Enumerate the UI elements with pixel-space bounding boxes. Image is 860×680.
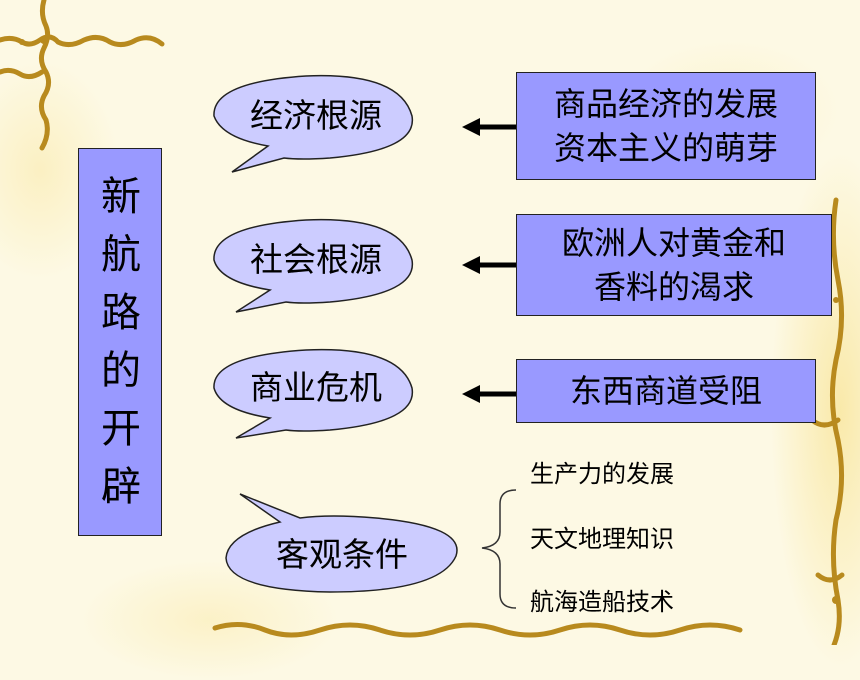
cause-text: 资本主义的萌芽 [553, 129, 778, 167]
condition-item: 天文地理知识 [530, 525, 674, 553]
title-char: 新 [101, 174, 141, 220]
diagram-shapes [213, 74, 517, 609]
cause-text: 东西商道受阻 [569, 372, 762, 410]
bubble-label-social: 社会根源 [250, 240, 382, 279]
cause-text: 欧洲人对黄金和 [561, 224, 786, 262]
title-char: 辟 [101, 464, 141, 510]
arrow-1 [462, 118, 516, 136]
bubble-label-conditions: 客观条件 [276, 535, 408, 574]
cause-box-commercial: 东西商道受阻 [516, 359, 816, 423]
title-char: 开 [101, 406, 141, 452]
cause-text: 商品经济的发展 [553, 85, 778, 123]
condition-item: 生产力的发展 [530, 460, 674, 488]
curly-brace [481, 489, 517, 609]
arrow-3 [462, 385, 516, 403]
title-char: 航 [101, 232, 141, 278]
title-char: 路 [101, 290, 141, 336]
speech-bubble-social [213, 218, 414, 313]
bubble-label-commercial: 商业危机 [250, 368, 382, 407]
speech-bubble-conditions [225, 493, 458, 593]
speech-bubble-commercial [213, 348, 414, 439]
cause-box-economic: 商品经济的发展 资本主义的萌芽 [516, 72, 816, 180]
cause-box-social: 欧洲人对黄金和 香料的渴求 [516, 214, 832, 316]
cause-text: 香料的渴求 [593, 268, 754, 306]
arrow-2 [462, 256, 516, 274]
condition-item: 航海造船技术 [530, 588, 674, 616]
bubble-label-economic: 经济根源 [250, 96, 382, 135]
title-char: 的 [101, 348, 141, 394]
main-title-box: 新 航 路 的 开 辟 [78, 148, 162, 536]
speech-bubble-economic [213, 74, 414, 173]
